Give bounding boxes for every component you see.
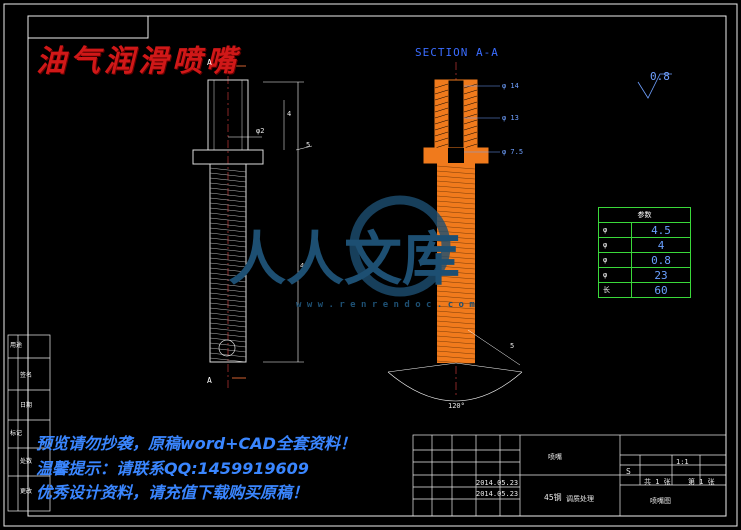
material-note: 调质处理 [566,495,594,503]
drawing-title: 油气润滑喷嘴 [36,44,240,79]
side-label: 用途 [10,342,23,349]
dim-right-2: φ 7.5 [502,148,524,156]
roughness-symbol [637,73,672,99]
side-label: 更改 [20,488,33,495]
inner-border [27,15,727,517]
roughness-value: 0.8 [650,70,670,83]
cut-label-bottom: A [207,376,212,385]
dim-width: φ2 [256,127,265,135]
param-value: 23 [631,267,691,283]
angle-label: 120° [448,402,465,410]
sheet-count: 共 1 张 [644,478,671,486]
dim-right-0: φ 14 [502,82,519,90]
side-block [7,334,51,512]
side-label: 签名 [20,372,33,379]
param-value: 4.5 [631,222,691,238]
left-view [192,60,313,390]
scale-s: S [626,467,631,476]
dim-flange: 5 [306,141,311,149]
watermark-logo [349,195,451,297]
side-label: 处数 [20,458,33,465]
sheet-number: 第 1 张 [688,478,715,486]
section-label: SECTION A-A [415,46,499,59]
outer-border [3,3,738,527]
note-line-2: 温馨提示：请联系QQ:1459919609 [36,459,309,478]
param-value: 0.8 [631,252,691,268]
param-key: φ [598,252,632,268]
material: 45钢 [544,493,562,502]
weight: 1:1 [676,458,689,466]
dim-total: 45 [300,262,309,270]
date-1: 2014.05.23 [476,479,519,487]
dim-right-1: φ 13 [502,114,519,122]
param-key: φ [598,222,632,238]
dim-height-small: 4 [287,110,292,118]
param-key: 长 [598,282,632,298]
part-name: 喷嘴 [548,453,562,461]
param-key: φ [598,237,632,253]
side-label: 标记 [10,430,23,437]
title-block [412,434,727,517]
param-key: φ [598,267,632,283]
drawing-number: 喷嘴图 [650,497,671,505]
note-line-1: 预览请勿抄袭，原稿word+CAD全套资料！ [36,434,356,453]
param-value: 60 [631,282,691,298]
top-label-box [28,16,149,39]
param-value: 4 [631,237,691,253]
tip-dim: 5 [510,342,515,350]
side-label: 日期 [20,402,33,409]
cut-label-top: A [207,58,212,67]
note-line-3: 优秀设计资料，请充值下载购买原稿！ [36,483,309,502]
param-header: 参数 [598,207,691,223]
watermark-text: 人人文库 [228,225,461,293]
watermark-url: w w w . r e n r e n d o c . c o m [296,300,475,310]
date-2: 2014.05.23 [476,490,519,498]
